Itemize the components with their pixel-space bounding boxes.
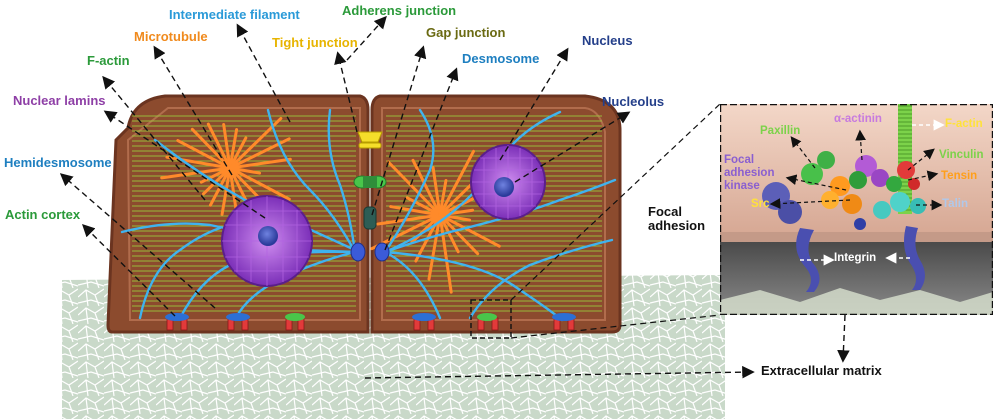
label-microtubule: Microtubule	[134, 29, 208, 44]
label-focal-adhesion: Focal adhesion	[648, 204, 706, 233]
label-extracellular-matrix: Extracellular matrix	[761, 363, 882, 378]
right-nucleolus	[494, 177, 514, 197]
inset-label-focal-adhesion-kinase: Focal adhesion kinase	[724, 154, 775, 192]
right-nucleus	[470, 144, 546, 220]
label-intermediate-filament: Intermediate filament	[169, 7, 300, 22]
inset-proteins	[762, 151, 926, 230]
inset-label-src: Src	[751, 198, 770, 210]
inset-label-alpha-actinin: α-actinin	[834, 113, 882, 125]
inset-label-paxillin: Paxillin	[760, 125, 801, 137]
connector-line-top	[510, 103, 721, 301]
label-nuclear-lamins: Nuclear lamins	[13, 93, 106, 108]
left-nucleolus	[258, 226, 278, 246]
inset-label-f-actin: F-actin	[945, 118, 983, 130]
desmosome	[350, 242, 390, 262]
inset-label-vinculin: Vinculin	[939, 149, 984, 161]
label-f-actin: F-actin	[87, 53, 130, 68]
label-adherens-junction: Adherens junction	[342, 3, 457, 18]
connector-line-bottom	[510, 314, 721, 339]
leader-arrows	[59, 15, 850, 379]
label-gap-junction: Gap junction	[426, 25, 506, 40]
inset-label-talin: Talin	[942, 198, 968, 210]
adherens-junction	[353, 175, 387, 189]
left-nucleus	[221, 195, 313, 287]
basal-anchors	[165, 313, 576, 331]
inset-label-tensin: Tensin	[941, 170, 978, 182]
label-nucleus: Nucleus	[582, 33, 633, 48]
focal-adhesion-inset	[720, 104, 993, 315]
label-nucleolus: Nucleolus	[602, 94, 665, 109]
label-actin-cortex: Actin cortex	[5, 207, 81, 222]
inset-arrows	[769, 129, 943, 211]
label-desmosome: Desmosome	[462, 51, 540, 66]
tight-junction	[357, 131, 383, 149]
label-tight-junction: Tight junction	[272, 35, 358, 50]
gap-junction	[363, 206, 377, 230]
focal-adhesion-highlight-box	[470, 299, 512, 339]
label-hemidesmosome: Hemidesmosome	[4, 155, 112, 170]
inset-label-integrin: Integrin	[834, 252, 877, 264]
